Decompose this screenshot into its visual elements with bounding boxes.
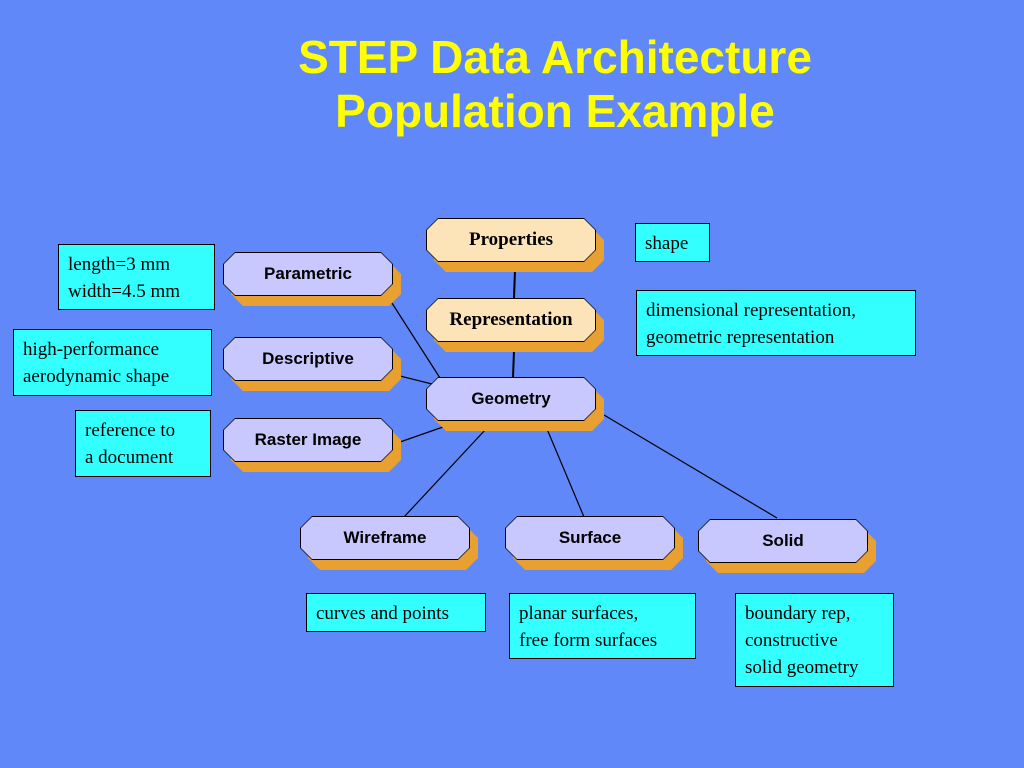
node-parametric: Parametric [223,252,401,306]
link-geometry-solid [603,414,778,519]
node-label: Parametric [264,264,352,283]
note-planar: planar surfaces, free form surfaces [509,593,696,659]
link-parametric-geometry [389,299,441,379]
link-geometry-surface [546,428,585,518]
node-label: Geometry [471,389,551,408]
node-label: Properties [468,229,554,250]
title-line-1: STEP Data Architecture [298,31,812,83]
page-title: STEP Data Architecture Population Exampl… [170,30,940,138]
node-label: Solid [762,531,804,550]
node-label: Surface [558,528,622,547]
node-wireframe: Wireframe [300,516,478,570]
note-length: length=3 mm width=4.5 mm [58,244,215,310]
node-descriptive: Descriptive [223,337,401,391]
node-surface: Surface [505,516,683,570]
node-representation: Representation [426,298,604,352]
node-properties: Properties [426,218,604,272]
node-raster-image: Raster Image [223,418,401,472]
link-properties-representation [513,269,516,299]
link-representation-geometry [512,349,515,379]
node-label: Representation [449,309,573,330]
node-geometry: Geometry [426,377,604,431]
link-raster-geometry [399,426,444,443]
node-label: Wireframe [343,528,427,547]
node-label: Descriptive [262,349,354,368]
note-curves: curves and points [306,593,486,632]
link-geometry-wireframe [403,428,487,518]
node-label: Raster Image [254,430,362,449]
node-solid: Solid [698,519,876,573]
note-shape: shape [635,223,710,262]
note-dimensional: dimensional representation, geometric re… [636,290,916,356]
title-line-2: Population Example [335,85,775,137]
note-aerodynamic: high-performance aerodynamic shape [13,329,212,396]
note-boundary: boundary rep, constructive solid geometr… [735,593,894,687]
link-descriptive-geometry [399,375,433,385]
note-reference: reference to a document [75,410,211,477]
